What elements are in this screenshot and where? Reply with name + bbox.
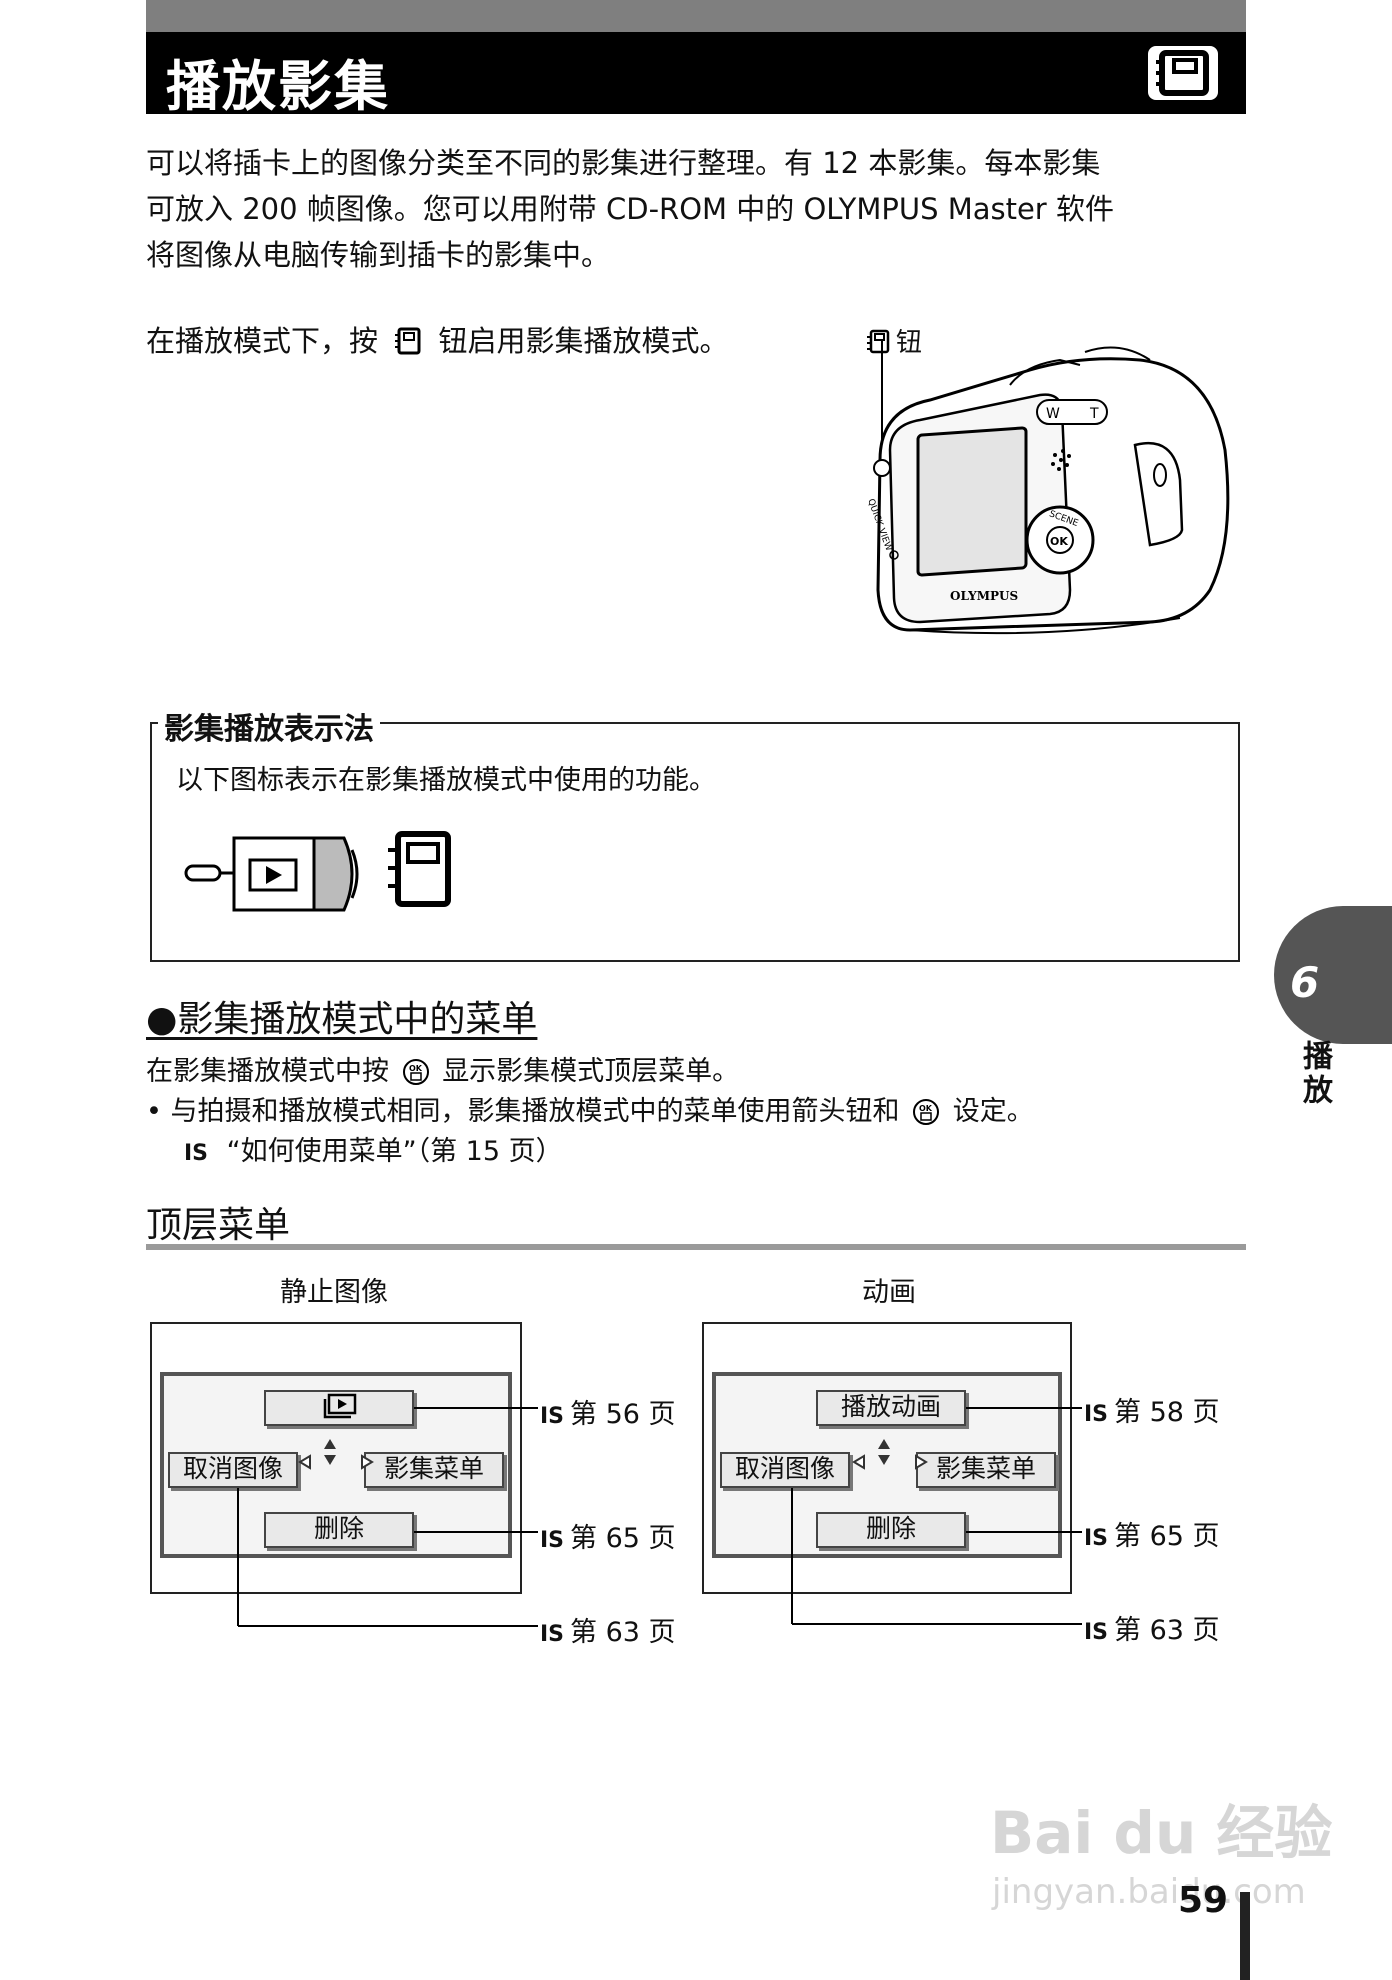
info-box-title: 影集播放表示法	[158, 704, 380, 748]
cancel-image-button[interactable]: 取消图像	[168, 1452, 298, 1488]
reference-link[interactable]: “如何使用菜单”（第 15 页）	[226, 1136, 563, 1167]
delete-button[interactable]: 删除	[816, 1512, 966, 1548]
watermark-logo: Bai du 经验	[990, 1799, 1333, 1867]
svg-text:OK: OK	[409, 1064, 423, 1073]
reference-hand-icon: IS	[184, 1141, 209, 1166]
still-caption: 静止图像	[280, 1277, 388, 1308]
svg-text:OK: OK	[919, 1104, 933, 1113]
still-ref-left-label: 第 63 页	[570, 1617, 676, 1648]
still-ref-top-label: 第 56 页	[570, 1399, 676, 1430]
chapter-label: 播放	[1297, 1040, 1332, 1108]
mode-text: 在播放模式下，按	[146, 324, 379, 358]
movie-caption: 动画	[862, 1277, 916, 1308]
intro-line: 可放入 200 帧图像。您可以用附带 CD-ROM 中的 OLYMPUS Mas…	[146, 192, 1114, 226]
camera-button-text: 钮	[896, 328, 923, 358]
album-icon	[395, 327, 421, 355]
ok-button-icon: OK	[402, 1059, 429, 1085]
title-bar: 播放影集	[146, 32, 1246, 118]
reference-hand-icon: IS	[540, 1404, 565, 1429]
still-arrows-and-leaders	[237, 1407, 538, 1627]
album-icon	[867, 329, 890, 354]
subsection-heading: 顶层菜单	[146, 1205, 291, 1246]
menu-text: 在影集播放模式中按	[146, 1056, 389, 1087]
intro-line: 可以将插卡上的图像分类至不同的影集进行整理。有 12 本影集。每本影集	[146, 146, 1101, 180]
still-ref-bottom-label: 第 65 页	[570, 1523, 676, 1554]
section-heading: ●影集播放模式中的菜单	[146, 999, 538, 1040]
page-title: 播放影集	[166, 55, 390, 118]
subsection-rule	[146, 1244, 1246, 1250]
bullet-text: • 与拍摄和播放模式相同，影集播放模式中的菜单使用箭头钮和	[146, 1096, 900, 1127]
album-icon	[1148, 46, 1218, 100]
slideshow-button[interactable]	[264, 1390, 414, 1426]
zoom-t-label: T	[1089, 406, 1099, 422]
camera-illustration: W T OK SCENE QUICK VIEW OLYMPUS	[865, 340, 1230, 635]
reference-hand-icon: IS	[1084, 1402, 1109, 1427]
mode-text: 钮启用影集播放模式。	[438, 324, 729, 358]
reference-hand-icon: IS	[540, 1622, 565, 1647]
camera-brand: OLYMPUS	[950, 589, 1018, 603]
page-number: 59	[1178, 1880, 1229, 1921]
chapter-number: 6	[1290, 958, 1320, 1007]
mode-switch-icon	[184, 836, 359, 912]
camera-button-label: 钮	[866, 322, 922, 359]
bullet-text: 设定。	[952, 1096, 1034, 1127]
info-box	[150, 722, 1240, 962]
delete-button[interactable]: 删除	[264, 1512, 414, 1548]
album-icon	[388, 831, 451, 907]
reference-hand-icon: IS	[1084, 1620, 1109, 1645]
watermark-url: jingyan.baidu.com	[992, 1872, 1306, 1912]
intro-paragraph: 可以将插卡上的图像分类至不同的影集进行整理。有 12 本影集。每本影集 可放入 …	[146, 140, 1114, 278]
movie-arrows-and-leaders	[791, 1407, 1082, 1625]
reference-hand-icon: IS	[540, 1528, 565, 1553]
reference-hand-icon: IS	[1084, 1526, 1109, 1551]
album-menu-button[interactable]: 影集菜单	[916, 1452, 1056, 1488]
header-strip	[146, 0, 1246, 32]
intro-line: 将图像从电脑传输到插卡的影集中。	[146, 238, 611, 272]
dial-ok-label: OK	[1050, 535, 1068, 548]
zoom-w-label: W	[1046, 406, 1060, 422]
menu-text: 显示影集模式顶层菜单。	[442, 1056, 740, 1087]
mode-instruction: 在播放模式下，按 钮启用影集播放模式。	[146, 318, 728, 364]
movie-ref-bottom-label: 第 65 页	[1114, 1521, 1220, 1552]
movie-ref-left-label: 第 63 页	[1114, 1615, 1220, 1646]
cancel-image-button[interactable]: 取消图像	[720, 1452, 850, 1488]
album-menu-button[interactable]: 影集菜单	[364, 1452, 504, 1488]
chapter-tab	[1274, 906, 1392, 1044]
slideshow-icon	[323, 1393, 357, 1419]
movie-ref-top-label: 第 58 页	[1114, 1397, 1220, 1428]
ok-button-icon: OK	[913, 1099, 940, 1125]
info-box-text: 以下图标表示在影集播放模式中使用的功能。	[176, 765, 716, 796]
play-movie-button[interactable]: 播放动画	[816, 1390, 966, 1426]
page-bar	[1240, 1892, 1250, 1980]
menu-section-body: 在影集播放模式中按 OK 显示影集模式顶层菜单。 • 与拍摄和播放模式相同，影集…	[146, 1052, 1034, 1174]
